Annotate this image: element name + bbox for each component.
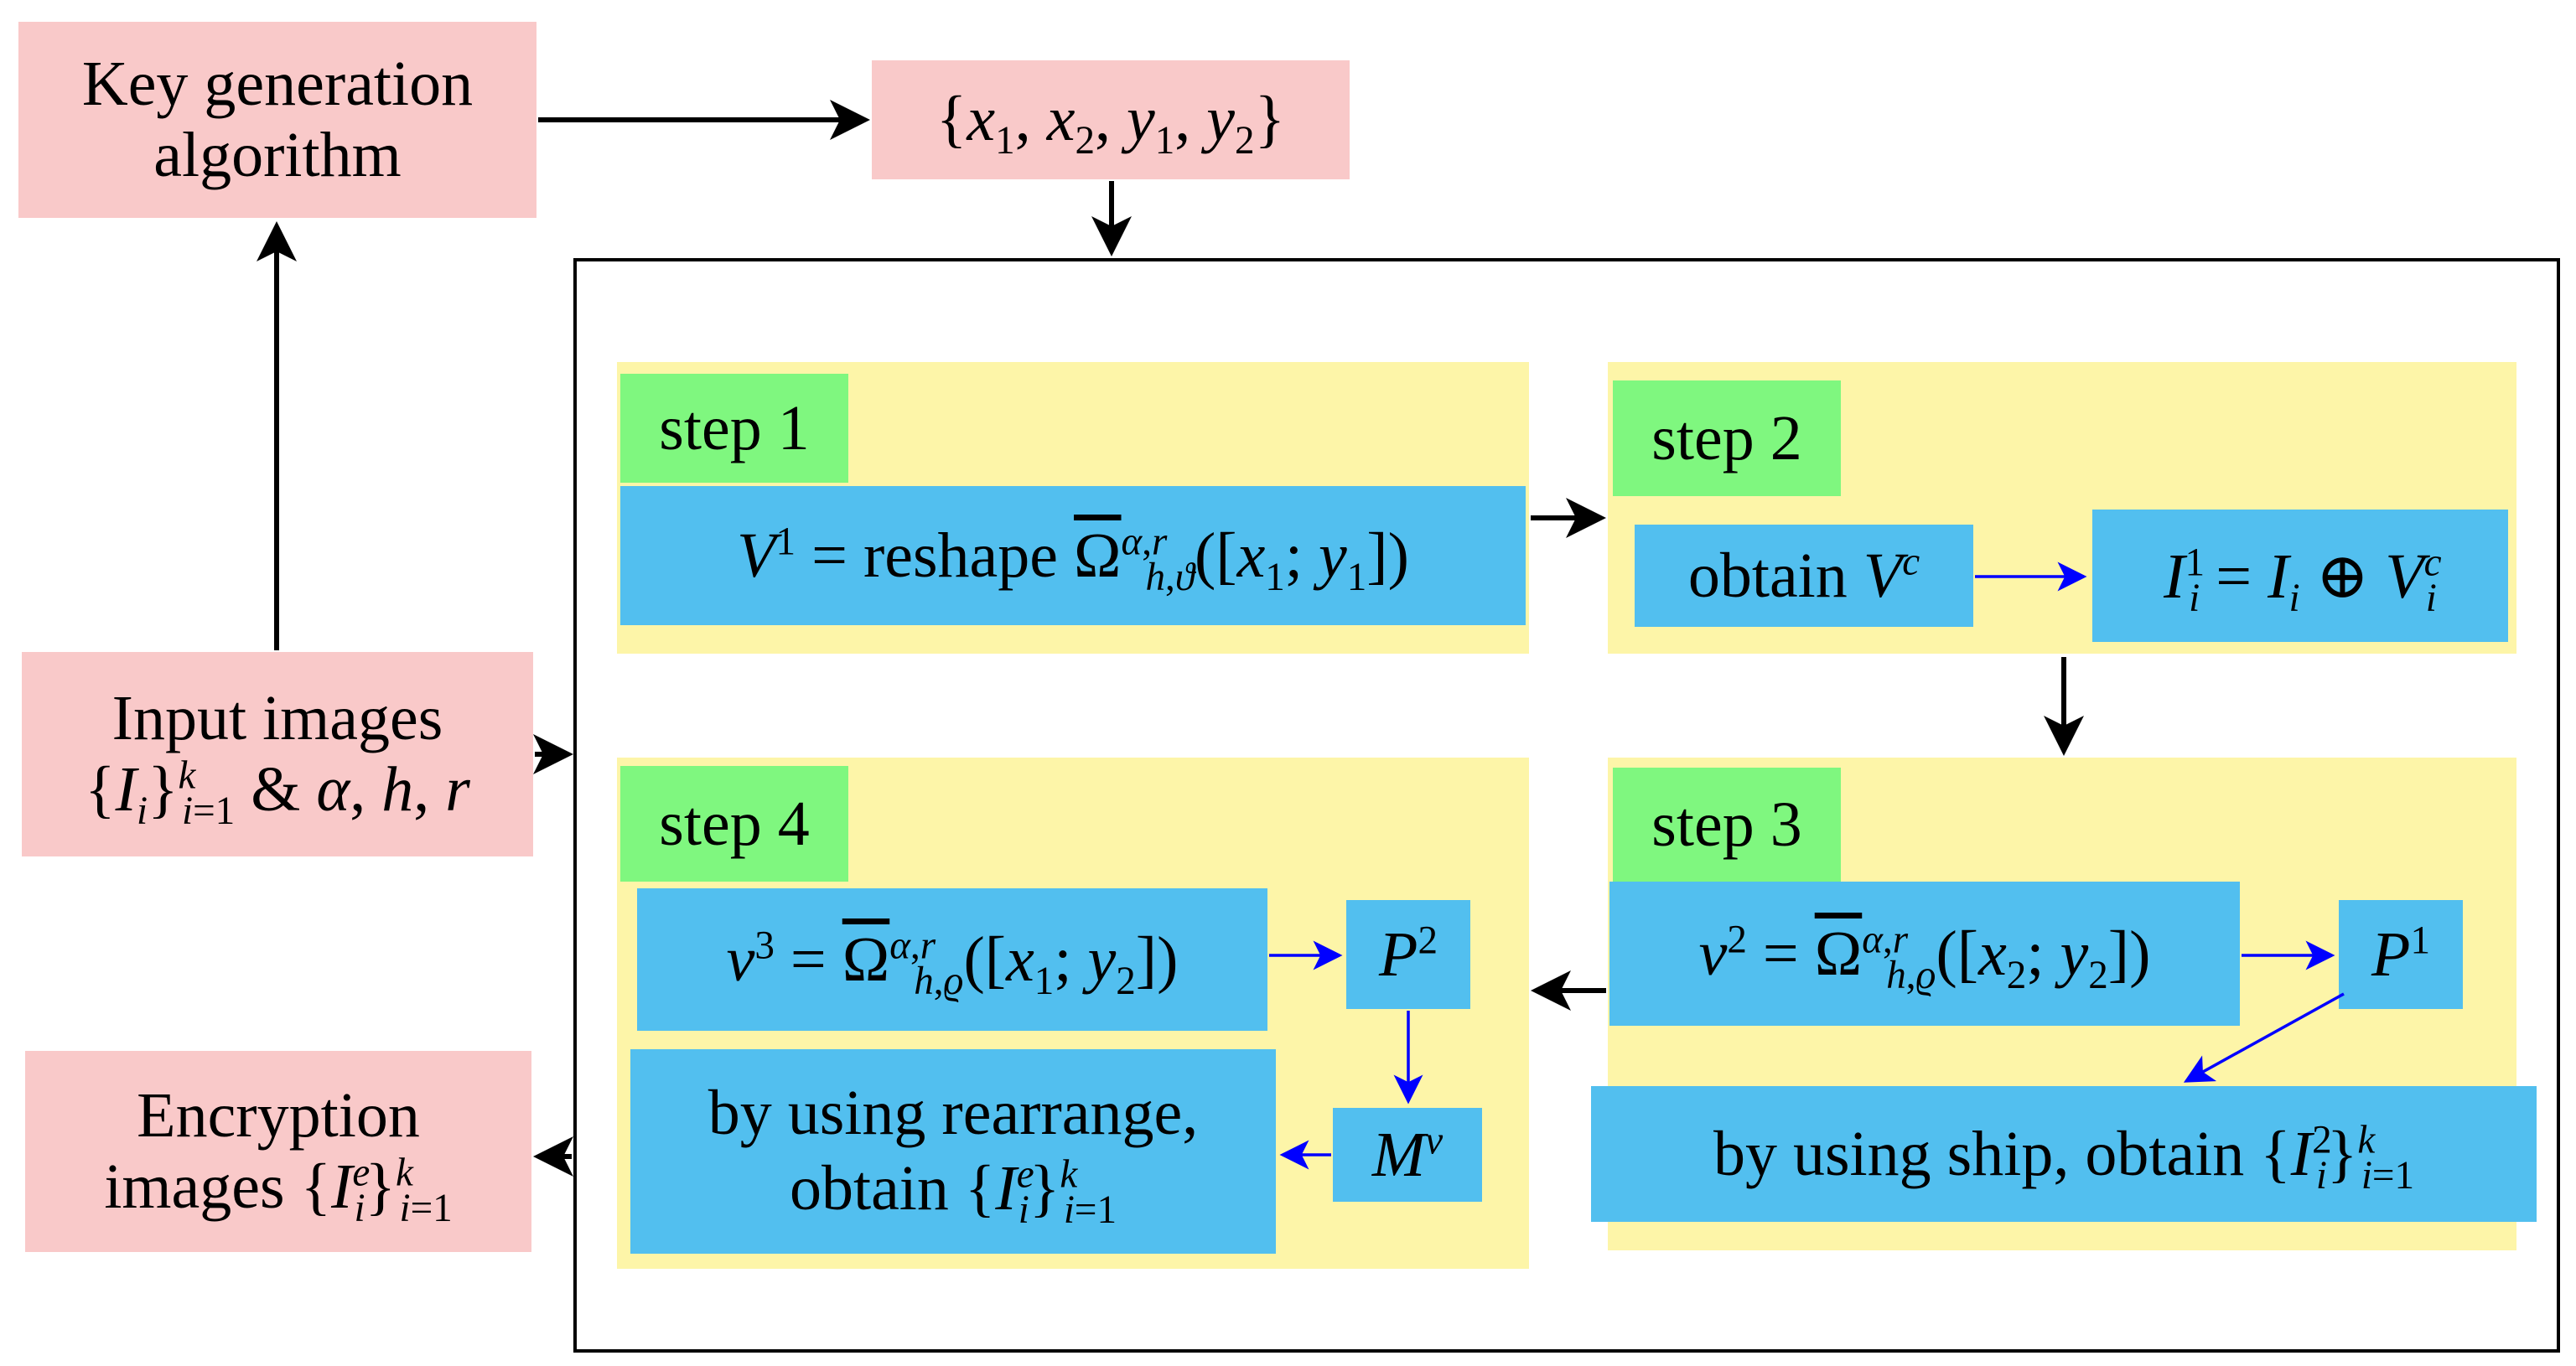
encryption-images-formula: images {Iei}ki=1 (104, 1151, 453, 1231)
key-set-box: {x1, x2, y1, y2} (872, 60, 1350, 179)
step1-reshape-box: V1 = reshape Ωα,rh,ϑ([x1; y1]) (620, 486, 1526, 625)
input-images-box: Input images {Ii}ki=1 & α, h, r (22, 652, 533, 856)
step3-p1-box: P1 (2339, 900, 2463, 1009)
step4-chaotic-box: v3 = Ωα,rh,ϱ([x1; y2]) (637, 888, 1267, 1031)
encryption-process-frame (573, 258, 2560, 1353)
step2-xor-formula: I1i = Ii ⊕ Vci (2164, 541, 2442, 621)
step3-chaotic-formula: v2 = Ωα,rh,ϱ([x2; y2]) (1698, 918, 2151, 997)
step3-p1-text: P1 (2371, 918, 2430, 990)
encryption-images-label: Encryption (137, 1079, 420, 1151)
step4-label: step 4 (620, 766, 848, 882)
step4-rearrange-line2: obtain {Iei}ki=1 (789, 1152, 1117, 1233)
step2-obtain-text: obtain Vc (1687, 540, 1920, 611)
key-generation-label-line2: algorithm (153, 120, 402, 190)
step2-label: step 2 (1613, 380, 1841, 496)
step3-chaotic-box: v2 = Ωα,rh,ϱ([x2; y2]) (1609, 882, 2240, 1026)
step4-p2-box: P2 (1346, 900, 1470, 1009)
step4-rearrange-line1: by using rearrange, (707, 1078, 1199, 1149)
input-images-label: Input images (111, 682, 443, 753)
step1-reshape-formula: V1 = reshape Ωα,rh,ϑ([x1; y1]) (737, 520, 1409, 599)
key-generation-label-line1: Key generation (81, 48, 474, 119)
step4-mv-text: Mv (1371, 1119, 1443, 1190)
step3-ship-box: by using ship, obtain {I2i}ki=1 (1591, 1086, 2537, 1222)
step4-mv-box: Mv (1333, 1108, 1482, 1202)
key-set-formula: {x1, x2, y1, y2} (936, 84, 1286, 163)
step1-label: step 1 (620, 374, 848, 483)
step3-label: step 3 (1613, 768, 1841, 882)
input-images-formula: {Ii}ki=1 & α, h, r (85, 753, 470, 834)
step4-rearrange-box: by using rearrange, obtain {Iei}ki=1 (630, 1049, 1276, 1254)
step4-p2-text: P2 (1379, 918, 1438, 990)
encryption-images-box: Encryption images {Iei}ki=1 (25, 1051, 531, 1252)
arrow-p1-to-ship (2183, 992, 2345, 1083)
key-generation-box: Key generation algorithm (18, 22, 536, 218)
step4-chaotic-formula: v3 = Ωα,rh,ϱ([x1; y2]) (726, 924, 1179, 1003)
step3-ship-text: by using ship, obtain {I2i}ki=1 (1713, 1118, 2415, 1198)
step2-xor-box: I1i = Ii ⊕ Vci (2092, 510, 2508, 642)
step2-obtain-box: obtain Vc (1635, 525, 1973, 627)
